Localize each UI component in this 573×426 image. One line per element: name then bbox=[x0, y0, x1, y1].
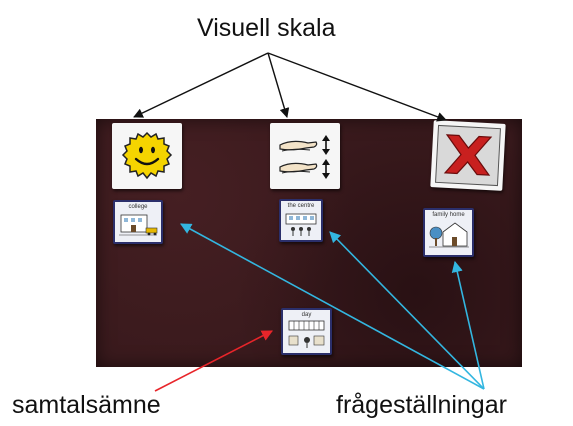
hands-scale-card bbox=[270, 123, 340, 189]
centre-caption: the centre bbox=[287, 203, 315, 209]
hands-scale-icon bbox=[279, 135, 330, 179]
questions-label: frågeställningar bbox=[336, 391, 507, 419]
happy-face-card bbox=[112, 123, 182, 189]
family-home-card: family home bbox=[423, 208, 474, 257]
happy-face-icon bbox=[121, 131, 173, 180]
red-cross-card bbox=[430, 120, 506, 191]
topic-label: samtalsämne bbox=[12, 391, 161, 419]
red-cross-icon bbox=[435, 124, 501, 187]
scale-arrow-right bbox=[267, 52, 447, 122]
centre-building-icon bbox=[285, 213, 317, 236]
scale-arrow-left bbox=[133, 52, 269, 118]
day-card: day bbox=[281, 308, 332, 355]
college-building-icon bbox=[119, 214, 158, 236]
scale-arrow-middle bbox=[267, 52, 290, 118]
family-home-caption: family home bbox=[432, 212, 465, 218]
day-calendar-icon bbox=[288, 320, 325, 348]
the-centre-card: the centre bbox=[279, 199, 323, 242]
family-home-icon bbox=[429, 222, 469, 248]
college-card: college bbox=[113, 200, 163, 244]
college-caption: college bbox=[128, 204, 148, 210]
title-visuell-skala: Visuell skala bbox=[197, 14, 336, 42]
